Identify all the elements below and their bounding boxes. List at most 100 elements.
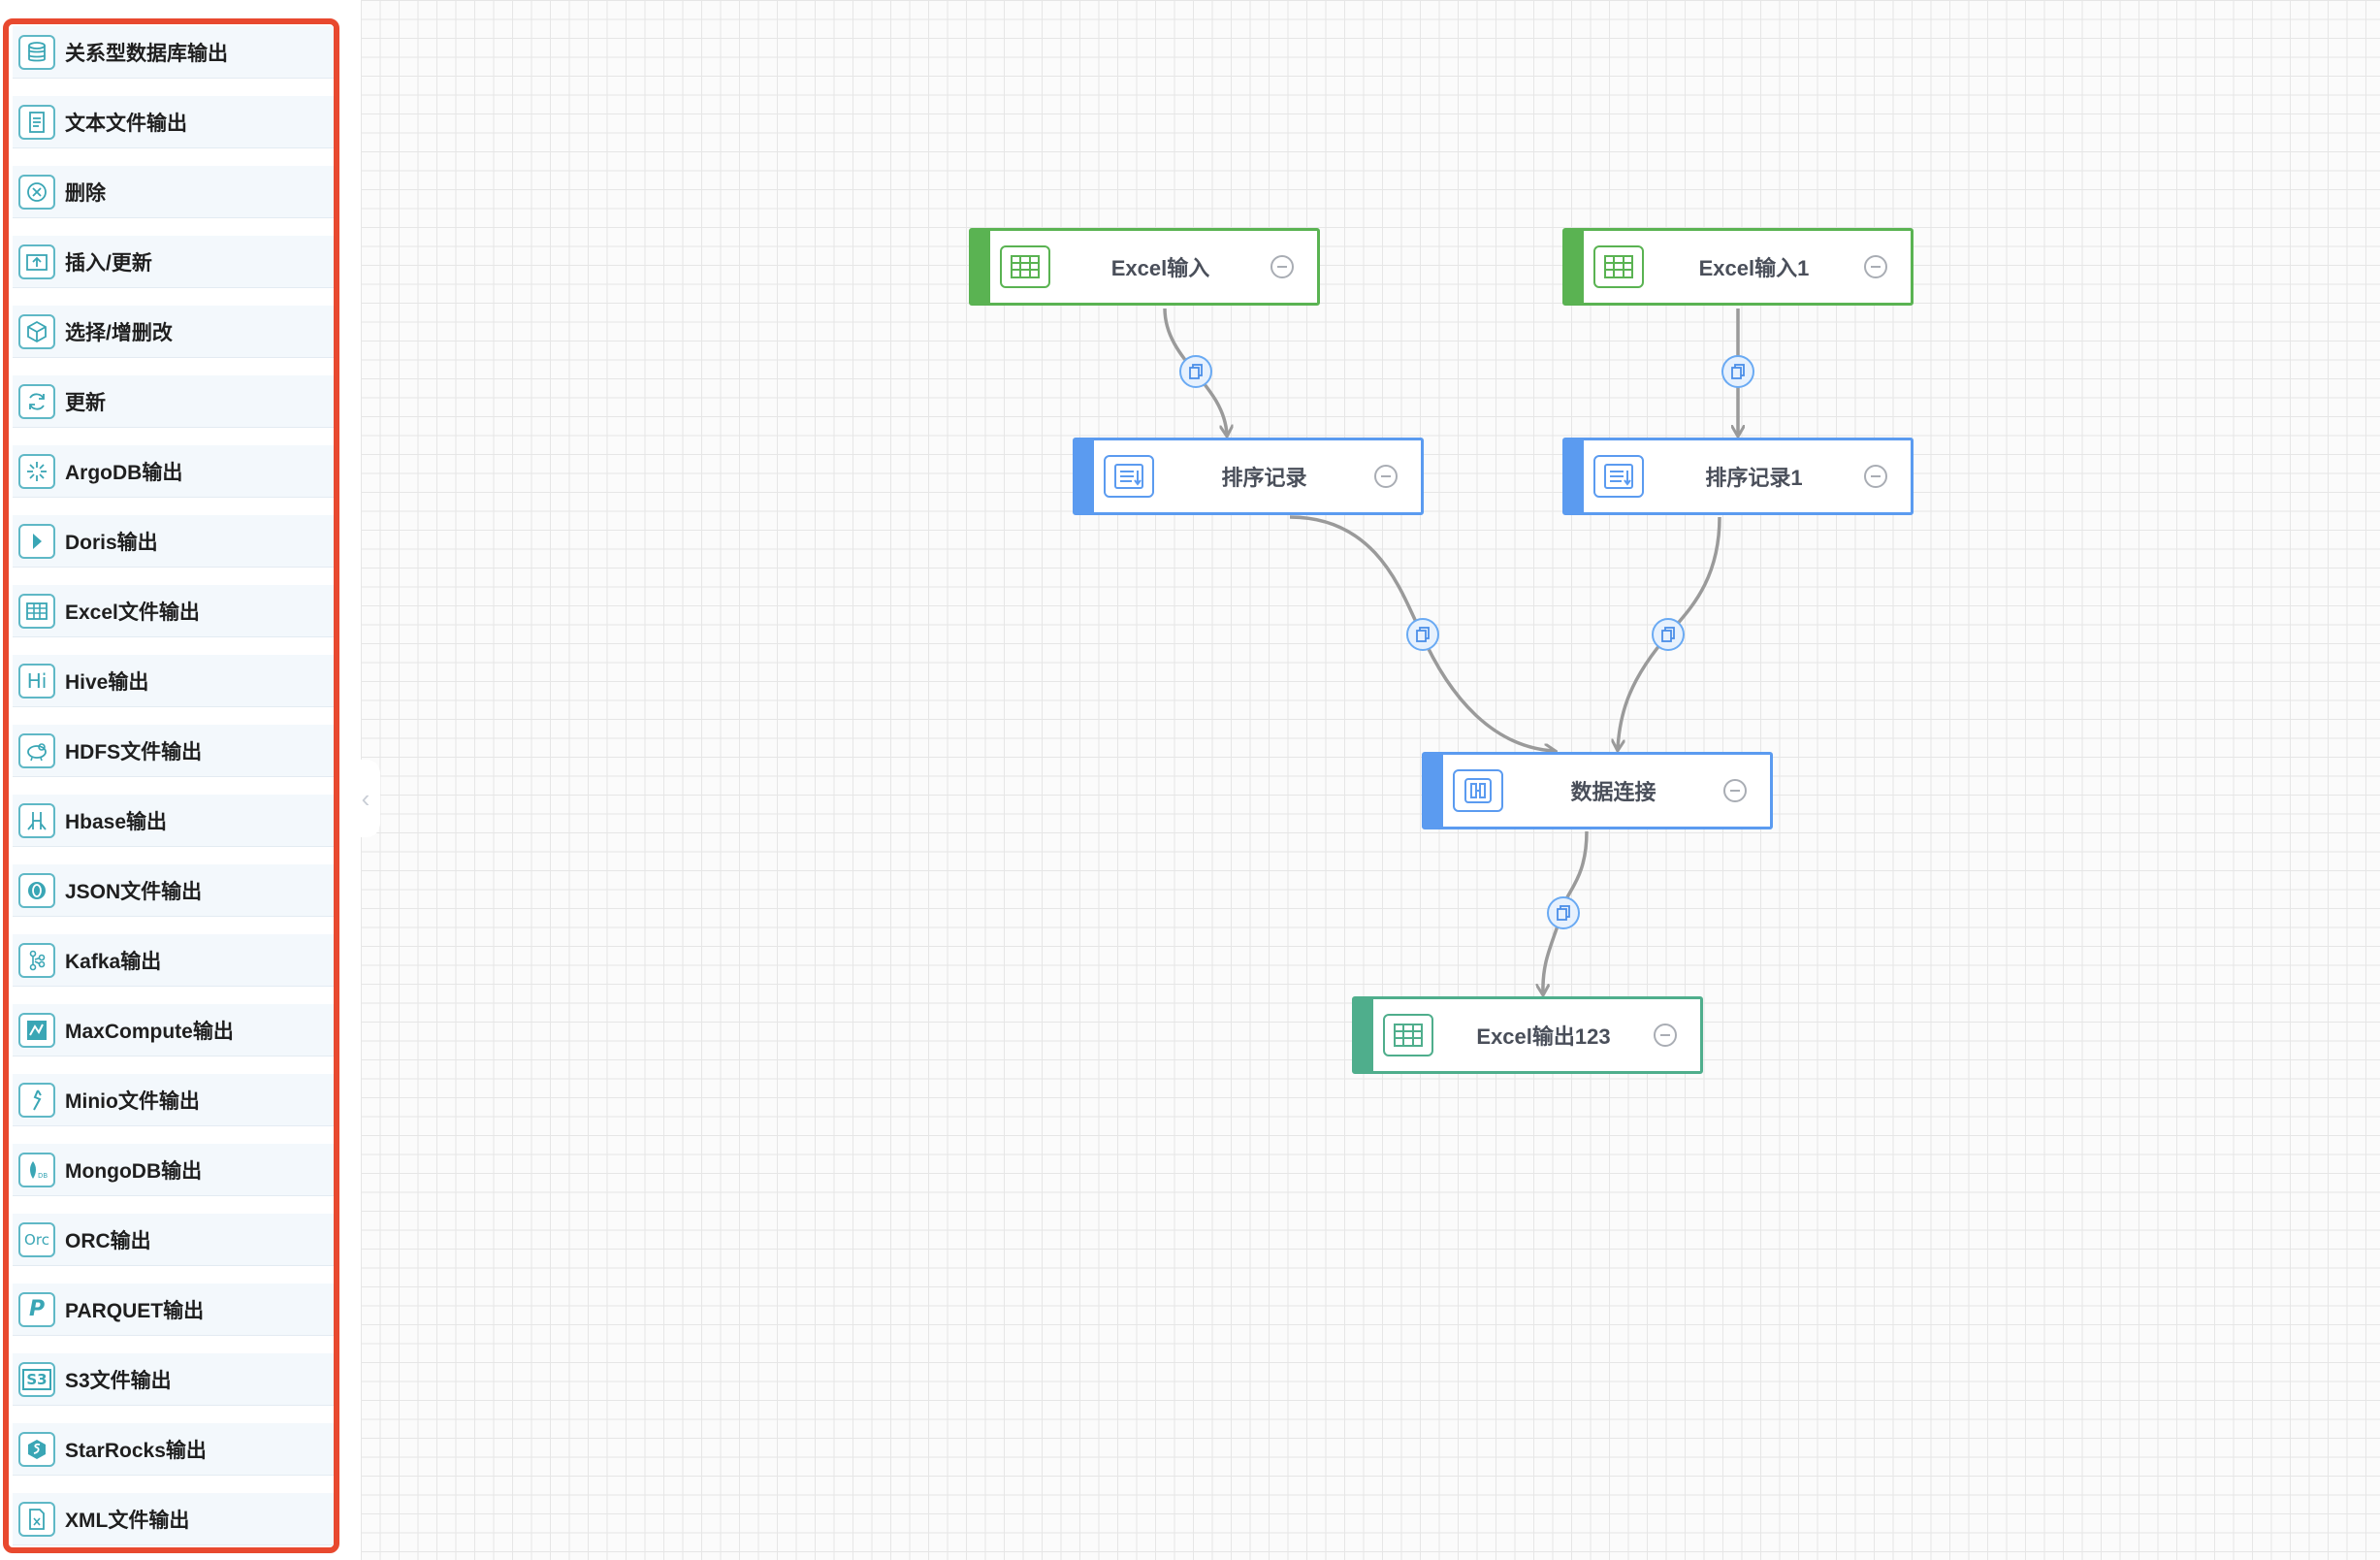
sidebar-item-mongodb-output[interactable]: DB MongoDB输出: [13, 1144, 334, 1196]
sidebar-item-label: XML文件输出: [65, 1509, 190, 1532]
chevron-left-icon: ‹: [361, 783, 370, 813]
mongodb-icon: DB: [18, 1152, 55, 1187]
svg-text:DB: DB: [38, 1172, 48, 1180]
hive-icon: Hi: [18, 663, 55, 699]
sidebar-item-label: 插入/更新: [65, 251, 152, 275]
node-label: 排序记录1: [1705, 466, 1803, 490]
sidebar-item-text-file-output[interactable]: 文本文件输出: [13, 96, 334, 148]
sidebar-item-hive-output[interactable]: Hi Hive输出: [13, 655, 334, 707]
edge-copy-badge[interactable]: [1406, 618, 1439, 651]
sidebar-item-json-file-output[interactable]: JSON文件输出: [13, 864, 334, 917]
sidebar-item-label: Hive输出: [65, 670, 149, 694]
maxcompute-icon: [18, 1012, 55, 1048]
cube-icon: [18, 313, 55, 349]
remove-node-icon[interactable]: [1374, 465, 1398, 488]
sidebar-item-excel-file-output[interactable]: Excel文件输出: [13, 585, 334, 637]
starrocks-icon: [18, 1431, 55, 1467]
node-label: Excel输入: [1110, 256, 1210, 280]
remove-node-icon[interactable]: [1864, 465, 1887, 488]
sidebar-item-label: Excel文件输出: [65, 601, 200, 624]
sidebar-item-maxcompute-output[interactable]: MaxCompute输出: [13, 1004, 334, 1056]
sidebar-item-label: MaxCompute输出: [65, 1020, 234, 1043]
edge-copy-badge[interactable]: [1721, 355, 1754, 388]
text-file-icon: [18, 104, 55, 140]
spreadsheet-icon: [18, 593, 55, 629]
sidebar-item-select-crud[interactable]: 选择/增删改: [13, 306, 334, 358]
sidebar-item-label: HDFS文件输出: [65, 740, 203, 764]
sidebar-item-label: 删除: [65, 181, 106, 205]
node-data-join[interactable]: 数据连接: [1422, 752, 1773, 829]
doris-icon: [18, 523, 55, 559]
sort-list-icon: [1593, 455, 1644, 498]
spreadsheet-icon: [1383, 1014, 1433, 1056]
sidebar-item-label: ArgoDB输出: [65, 461, 183, 484]
node-sort-records[interactable]: 排序记录: [1073, 438, 1424, 515]
sidebar-item-hbase-output[interactable]: Hbase输出: [13, 795, 334, 847]
node-excel-input[interactable]: Excel输入: [969, 228, 1320, 306]
node-label: Excel输入1: [1698, 256, 1810, 280]
s3-icon: S3: [18, 1361, 55, 1397]
sidebar-item-update[interactable]: 更新: [13, 375, 334, 428]
s3-glyph: S3: [22, 1368, 51, 1390]
copy-icon: [1731, 364, 1745, 379]
sidebar-item-relational-db-output[interactable]: 关系型数据库输出: [13, 26, 334, 79]
parquet-icon: P: [18, 1291, 55, 1327]
sidebar-item-xml-file-output[interactable]: XML文件输出: [13, 1493, 334, 1545]
node-excel-output-123[interactable]: Excel输出123: [1352, 996, 1703, 1074]
edge-copy-badge[interactable]: [1652, 618, 1685, 651]
remove-node-icon[interactable]: [1270, 255, 1294, 278]
sidebar-item-parquet-output[interactable]: P PARQUET输出: [13, 1284, 334, 1336]
sidebar-item-label: Doris输出: [65, 531, 158, 554]
edge-copy-badge[interactable]: [1179, 355, 1212, 388]
copy-icon: [1416, 627, 1430, 642]
sidebar-item-label: 文本文件输出: [65, 112, 187, 135]
sidebar-item-label: Minio文件输出: [65, 1089, 200, 1113]
orc-icon: Orc: [18, 1221, 55, 1257]
sidebar-item-label: S3文件输出: [65, 1369, 172, 1392]
sidebar-item-delete[interactable]: 删除: [13, 166, 334, 218]
sidebar-item-starrocks-output[interactable]: StarRocks输出: [13, 1423, 334, 1476]
remove-node-icon[interactable]: [1654, 1024, 1677, 1047]
copy-icon: [1661, 627, 1675, 642]
sort-list-icon: [1104, 455, 1154, 498]
hbase-icon: [18, 802, 55, 838]
flow-canvas[interactable]: [361, 0, 2380, 1560]
spreadsheet-icon: [1000, 245, 1050, 288]
collapse-sidebar-button[interactable]: ‹: [351, 760, 380, 837]
sidebar-item-minio-file-output[interactable]: Minio文件输出: [13, 1074, 334, 1126]
remove-node-icon[interactable]: [1723, 779, 1747, 802]
sidebar-item-label: StarRocks输出: [65, 1439, 207, 1462]
sidebar-item-orc-output[interactable]: Orc ORC输出: [13, 1214, 334, 1266]
orc-glyph: Orc: [24, 1230, 49, 1249]
sidebar-item-label: 更新: [65, 391, 106, 414]
sidebar-item-label: PARQUET输出: [65, 1299, 205, 1322]
argodb-icon: [18, 453, 55, 489]
minio-icon: [18, 1082, 55, 1118]
parquet-glyph: P: [28, 1297, 46, 1321]
json-icon: [18, 872, 55, 908]
node-sort-records-1[interactable]: 排序记录1: [1562, 438, 1914, 515]
copy-icon: [1557, 905, 1570, 921]
join-icon: [1453, 769, 1503, 812]
edge-copy-badge[interactable]: [1547, 896, 1580, 929]
sidebar-item-s3-file-output[interactable]: S3 S3文件输出: [13, 1353, 334, 1406]
refresh-icon: [18, 383, 55, 419]
sidebar-item-hdfs-file-output[interactable]: HDFS文件输出: [13, 725, 334, 777]
sidebar-item-doris-output[interactable]: Doris输出: [13, 515, 334, 568]
copy-icon: [1189, 364, 1203, 379]
sidebar-item-argodb-output[interactable]: ArgoDB输出: [13, 445, 334, 498]
sidebar-item-label: MongoDB输出: [65, 1159, 203, 1183]
sidebar-item-insert-update[interactable]: 插入/更新: [13, 236, 334, 288]
node-label: 数据连接: [1570, 780, 1656, 804]
delete-circle-icon: [18, 174, 55, 210]
database-icon: [18, 34, 55, 70]
sidebar-item-label: 选择/增删改: [65, 321, 173, 344]
kafka-icon: [18, 942, 55, 978]
sidebar-item-label: Kafka输出: [65, 950, 162, 973]
remove-node-icon[interactable]: [1864, 255, 1887, 278]
sidebar-item-kafka-output[interactable]: Kafka输出: [13, 934, 334, 987]
spreadsheet-icon: [1593, 245, 1644, 288]
hdfs-icon: [18, 732, 55, 768]
node-excel-input-1[interactable]: Excel输入1: [1562, 228, 1914, 306]
